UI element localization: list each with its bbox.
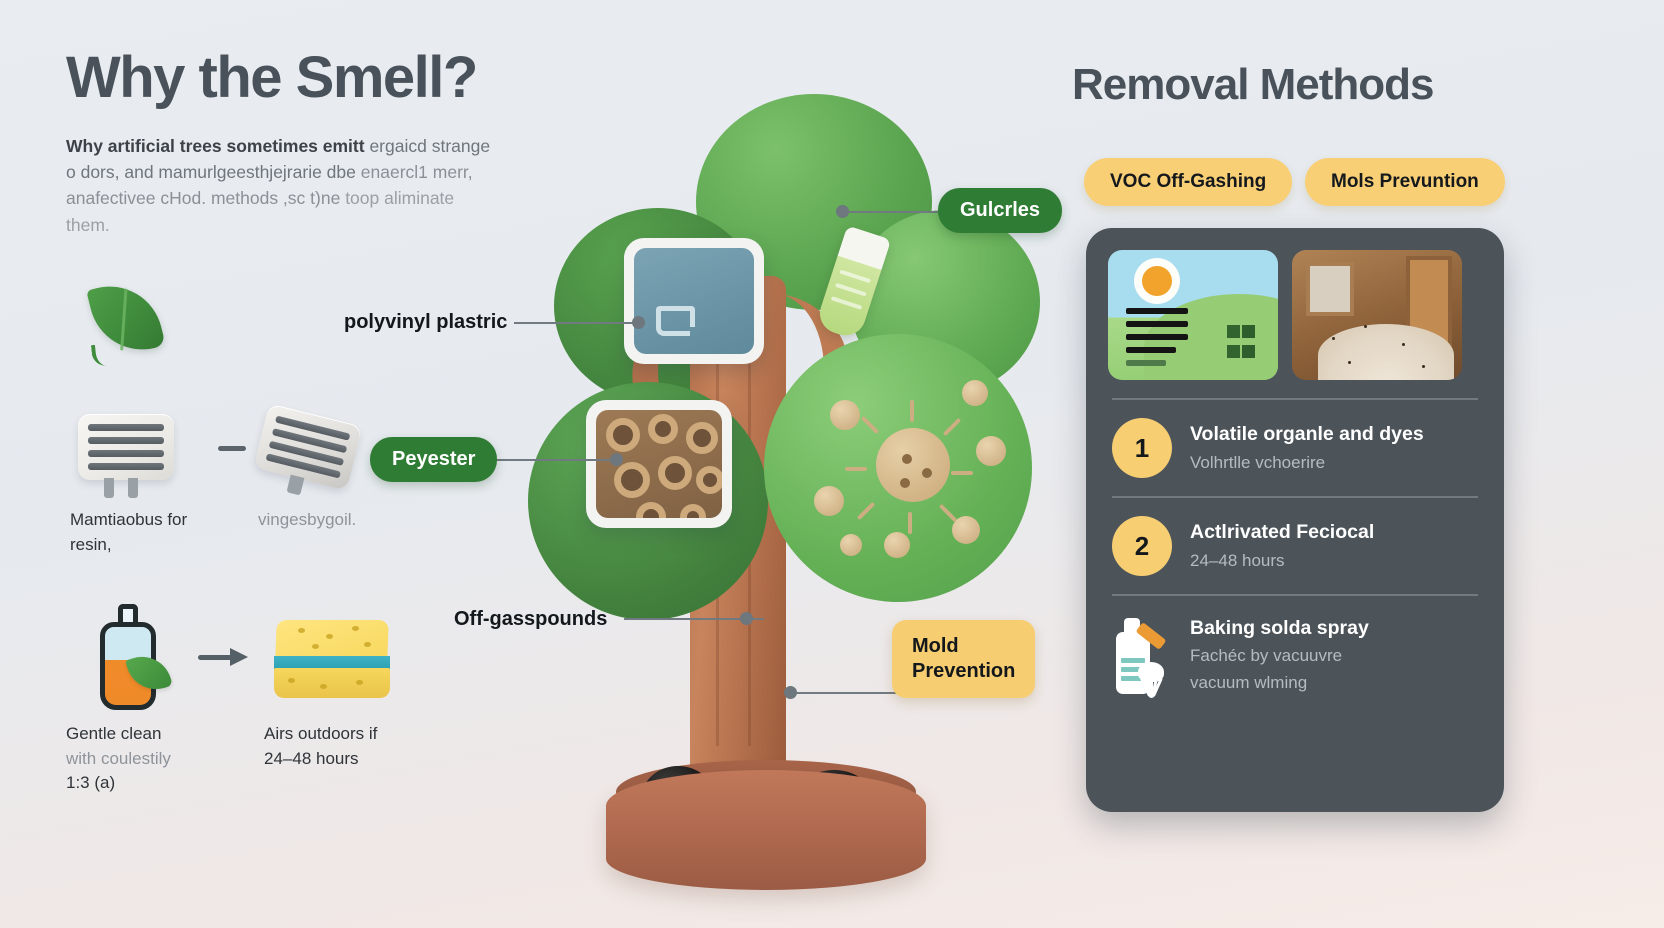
- step-number-badge: 1: [1112, 418, 1172, 478]
- step-title: Baking solda spray: [1190, 617, 1369, 640]
- removal-methods-card: 1 Volatile organle and dyes Volhrtlle vc…: [1086, 228, 1504, 812]
- air-caption-line2: 24–48 hours: [264, 748, 359, 768]
- air-caption: Airs outdoors if 24–48 hours: [264, 722, 464, 771]
- baking-soda-pile-indoor-thumbnail[interactable]: [1292, 250, 1462, 380]
- clean-caption: Gentle clean with coulestily 1:3 (a): [66, 722, 256, 796]
- connector-node: [784, 686, 797, 699]
- thumbnail-row: [1108, 250, 1482, 380]
- vent-icon-group: [70, 403, 370, 508]
- spray-bottle-icon: [96, 604, 173, 710]
- intro-line-4: toop aliminate them.: [66, 188, 455, 235]
- divider: [1112, 496, 1478, 498]
- sunny-outdoor-airing-thumbnail[interactable]: [1108, 250, 1278, 380]
- clean-caption-line2: with coulestily: [66, 748, 171, 768]
- arrow-right-icon: [198, 648, 250, 666]
- connector-node: [632, 316, 645, 329]
- step-title: Actlrivated Feciocal: [1190, 521, 1375, 544]
- step-row-2: 2 Actlrivated Feciocal 24–48 hours: [1108, 516, 1482, 576]
- chip-voc-off-gassing[interactable]: VOC Off-Gashing: [1084, 158, 1293, 206]
- vent-caption-right-line1: vingesbygoil.: [258, 510, 357, 529]
- page-title: Why the Smell?: [66, 45, 478, 110]
- step-number-badge: 2: [1112, 516, 1172, 576]
- vent-caption-left-line1: Mamtiaobus for: [70, 510, 188, 529]
- leaf-icon: [86, 275, 168, 368]
- removal-methods-title: Removal Methods: [1072, 60, 1435, 109]
- granules-label: Gulcrles: [938, 188, 1063, 233]
- step-subtitle: 24–48 hours: [1190, 550, 1285, 570]
- tree-pot: [606, 770, 926, 890]
- step-subtitle-2: vacuum wlming: [1190, 672, 1308, 692]
- polyester-rings-tile: [586, 400, 732, 528]
- connector-line: [514, 322, 638, 324]
- step-row-3: Baking solda spray Fachéc by vacuuvre va…: [1108, 614, 1482, 698]
- chip-mold-prevention[interactable]: Mols Prevuntion: [1305, 158, 1505, 206]
- clean-caption-line3: 1:3 (a): [66, 773, 116, 793]
- vent-caption-right: vingesbygoil.: [258, 508, 438, 533]
- connector-node: [610, 453, 623, 466]
- mold-spore-icon: [810, 366, 1010, 566]
- clean-caption-line1: Gentle clean: [66, 724, 162, 743]
- vent-caption-left-line2: resin,: [70, 534, 112, 554]
- intro-line-1-rest: ergaicd: [364, 135, 427, 156]
- sponge-icon: [268, 620, 396, 702]
- connector-line: [842, 211, 942, 213]
- mold-prevention-line2: Prevention: [912, 660, 1016, 682]
- connector-node: [740, 612, 753, 625]
- step-row-1: 1 Volatile organle and dyes Volhrtlle vc…: [1108, 418, 1482, 478]
- left-column: Why the Smell? Why artificial trees some…: [66, 45, 586, 238]
- vent-icon-tilted: [253, 403, 363, 496]
- divider: [1112, 594, 1478, 596]
- divider-dash: [218, 446, 246, 451]
- polyvinyl-label: polyvinyl plastric: [344, 311, 508, 333]
- intro-line-2: strange o dors, and mamurlgeesthjejrarie…: [66, 135, 491, 183]
- connector-line: [624, 618, 764, 620]
- intro-line-1-bold: Why artificial trees sometimes emitt: [66, 135, 365, 156]
- cleaning-steps-row: [86, 604, 416, 714]
- step-subtitle: Volhrtlle vchoerire: [1190, 452, 1326, 472]
- air-caption-line1: Airs outdoors if: [264, 724, 378, 743]
- divider: [1112, 398, 1478, 400]
- step-title: Volatile organle and dyes: [1190, 423, 1424, 446]
- offgas-label: Off-gasspounds: [454, 608, 608, 630]
- vent-caption-left: Mamtiaobus for resin,: [70, 508, 240, 557]
- spray-bottle-brush-icon: [1112, 614, 1172, 698]
- polyvinyl-swatch-tile: [624, 238, 764, 364]
- mold-prevention-line1: Mold: [912, 635, 959, 657]
- artificial-tree-illustration: [520, 80, 1080, 890]
- polyester-label: Peyester: [370, 437, 498, 482]
- connector-node: [836, 205, 849, 218]
- mold-prevention-label: Mold Prevention: [892, 620, 1036, 698]
- intro-paragraph: Why artificial trees sometimes emitt erg…: [66, 133, 496, 238]
- step-subtitle: Fachéc by vacuuvre: [1190, 646, 1343, 666]
- connector-line: [494, 459, 618, 461]
- vent-icon: [78, 414, 174, 498]
- intro-line-3: enaercl1 merr, anafectivee cHod. methods…: [66, 162, 473, 209]
- connector-line: [790, 692, 910, 694]
